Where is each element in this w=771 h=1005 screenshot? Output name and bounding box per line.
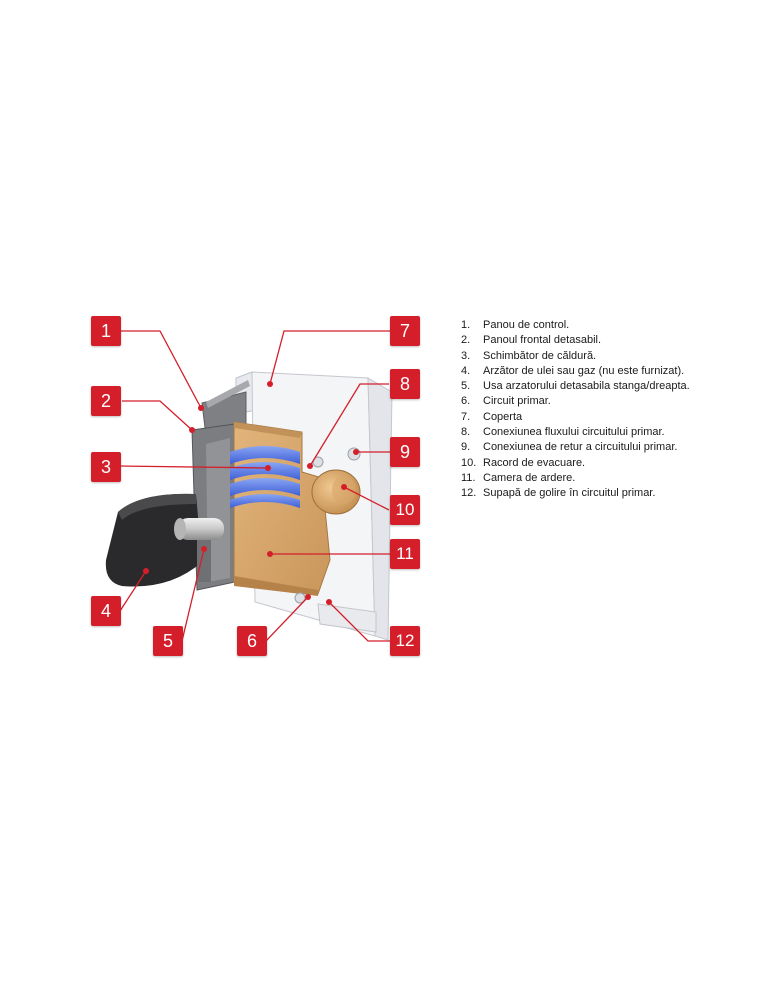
callout-6: 6 — [237, 626, 267, 656]
callout-7: 7 — [390, 316, 420, 346]
legend-item: 10. Racord de evacuare. — [461, 456, 690, 471]
callout-10: 10 — [390, 495, 420, 525]
legend-number: 2. — [461, 334, 471, 347]
leader-dots — [143, 381, 359, 605]
callout-5: 5 — [153, 626, 183, 656]
legend-item: 3. Schimbător de căldură. — [461, 349, 690, 364]
legend-number: 4. — [461, 364, 471, 377]
legend-number: 11. — [461, 471, 476, 484]
legend-number: 7. — [461, 410, 471, 423]
leader-lines — [119, 330, 390, 642]
legend-item: 1. Panou de control. — [461, 318, 690, 333]
legend-text: Arzător de ulei sau gaz (nu este furniza… — [483, 364, 685, 377]
callout-4: 4 — [91, 596, 121, 626]
legend-number: 8. — [461, 426, 471, 439]
callout-8: 8 — [390, 369, 420, 399]
legend-item: 4. Arzător de ulei sau gaz (nu este furni… — [461, 364, 690, 379]
callout-1: 1 — [91, 316, 121, 346]
legend-text: Usa arzatorului detasabila stanga/dreapt… — [483, 380, 690, 393]
legend-text: Panoul frontal detasabil. — [483, 334, 602, 347]
callout-3: 3 — [91, 452, 121, 482]
legend-text: Conexiunea de retur a circuitului primar… — [483, 441, 678, 454]
legend-number: 5. — [461, 380, 471, 393]
parts-legend: 1. Panou de control. 2. Panoul frontal det… — [461, 318, 690, 502]
legend-text: Circuit primar. — [483, 395, 551, 408]
legend-item: 6. Circuit primar. — [461, 394, 690, 409]
legend-text: Conexiunea fluxului circuitului primar. — [483, 426, 665, 439]
legend-text: Schimbător de căldură. — [483, 349, 597, 362]
callout-12: 12 — [390, 626, 420, 656]
legend-number: 1. — [461, 319, 471, 331]
legend-number: 6. — [461, 395, 471, 408]
legend-item: 7. Coperta — [461, 410, 690, 425]
burner — [105, 493, 224, 587]
legend-number: 12. — [461, 487, 477, 500]
legend-number: 10. — [461, 456, 477, 469]
legend-item: 11. Camera de ardere. — [461, 471, 690, 486]
callout-9: 9 — [390, 437, 420, 467]
legend-text: Coperta — [483, 410, 523, 423]
legend-text: Racord de evacuare. — [483, 456, 586, 469]
legend-item: 2. Panoul frontal detasabil. — [461, 333, 690, 348]
legend-text: Supapă de golire în circuitul primar. — [483, 487, 656, 500]
legend-text: Camera de ardere. — [483, 471, 576, 484]
legend-item: 8. Conexiunea fluxului circuitului primar… — [461, 425, 690, 440]
legend-item: 12. Supapă de golire în circuitul primar. — [461, 486, 690, 501]
callout-2: 2 — [91, 386, 121, 416]
legend-number: 3. — [461, 349, 471, 362]
legend-item: 5. Usa arzatorului detasabila stanga/drea… — [461, 379, 690, 394]
heat-exchanger-fins — [230, 446, 300, 508]
callout-11: 11 — [390, 539, 420, 569]
legend-text: Panou de control. — [483, 319, 570, 331]
legend-item: 9. Conexiunea de retur a circuitului prim… — [461, 440, 690, 455]
legend-number: 9. — [461, 441, 471, 454]
